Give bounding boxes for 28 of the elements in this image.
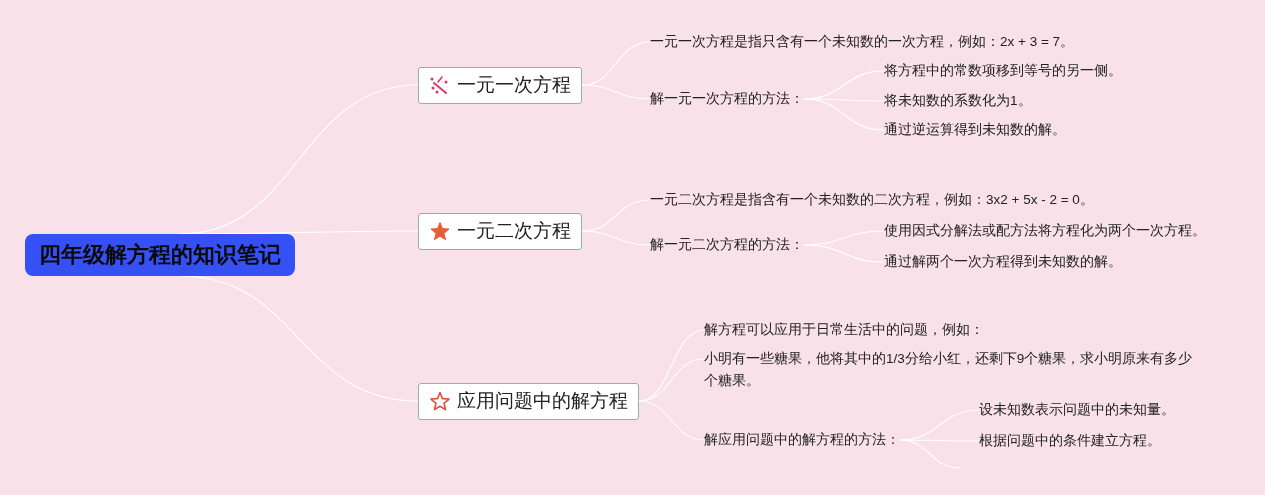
topic-text: 四年级解方程的知识笔记 — [39, 242, 281, 267]
branch-line — [581, 84, 651, 100]
note-text: 解应用问题中的解方程的方法： — [704, 429, 900, 451]
topic-text: 一元一次方程 — [457, 73, 571, 97]
branch-line — [179, 275, 419, 402]
note-text: 将方程中的常数项移到等号的另一侧。 — [884, 60, 1122, 82]
note-text: 解方程可以应用于日常生活中的问题，例如： — [704, 319, 984, 341]
note-text: 解一元一次方程的方法： — [650, 88, 804, 110]
central-topic-box — [25, 234, 295, 276]
topic-box — [418, 212, 582, 250]
branch-line — [638, 400, 705, 441]
note-text: 根据问题中的条件建立方程。 — [979, 430, 1161, 452]
branch-line — [581, 230, 651, 246]
note-text: 使用因式分解法或配方法将方程化为两个一次方程。 — [884, 220, 1206, 242]
note-text: 一元一次方程是指只含有一个未知数的一次方程，例如：2x + 3 = 7。 — [650, 31, 1075, 53]
note-text: 解一元二次方程的方法： — [650, 234, 804, 256]
note-text: 设未知数表示问题中的未知量。 — [979, 399, 1175, 421]
note-text: 一元二次方程是指含有一个未知数的二次方程，例如：3x2 + 5x - 2 = 0。 — [650, 189, 1094, 211]
topic-text: 一元二次方程 — [457, 219, 571, 243]
branch-line — [803, 244, 885, 263]
note-text: 通过逆运算得到未知数的解。 — [884, 119, 1066, 141]
note-text: 将未知数的系数化为1。 — [884, 90, 1032, 112]
topic-box — [418, 382, 639, 420]
note-text: 小明有一些糖果，他将其中的1/3分给小红，还剩下9个糖果，求小明原来有多少个糖果。 — [704, 348, 1199, 392]
note-text: 通过解两个一次方程得到未知数的解。 — [884, 251, 1122, 273]
topic-text: 应用问题中的解方程 — [457, 389, 628, 413]
branch-line — [179, 230, 419, 235]
topic-box — [418, 66, 582, 104]
